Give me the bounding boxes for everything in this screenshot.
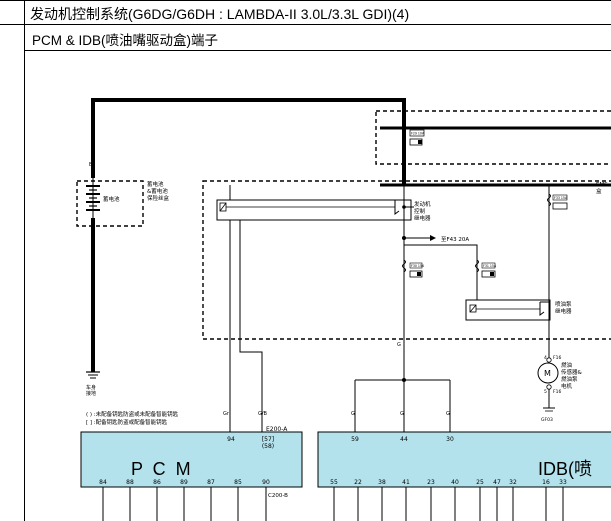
battery-box [76, 180, 144, 227]
motor-pin-bottom-num: 5 [544, 389, 547, 395]
wire-g-label-59: G [351, 411, 355, 417]
idb-bottom-pin-38: 38 [378, 479, 386, 486]
injector-relay [465, 299, 551, 321]
ground-symbol-body [86, 371, 100, 379]
pcm-bottom-pin-84: 84 [99, 479, 107, 486]
pcm-box [80, 431, 303, 488]
page-subtitle: PCM & IDB(喷油嘴驱动盒)端子 [32, 33, 219, 48]
ground-label: 车身接地 [86, 384, 96, 397]
motor-pin-top-num: 4 [544, 355, 547, 361]
pcm-bottom-pin-89: 89 [180, 479, 188, 486]
wire-b-label: B [89, 162, 93, 168]
page-title: 发动机控制系统(G6DG/G6DH : LAMBDA-II 3.0L/3.3L … [30, 6, 410, 22]
fuse-r1-label: F30 15A [411, 264, 425, 268]
idb-bottom-pin-33: 33 [559, 479, 567, 486]
idb-bottom-pin-23: 23 [427, 479, 435, 486]
subtitle-bar: PCM & IDB(喷油嘴驱动盒)端子 [24, 25, 611, 51]
idb-bottom-pin-47: 47 [493, 479, 501, 486]
motor-label: 燃油传感器&燃油泵电机 [561, 361, 583, 390]
connector-b-label: C200-B [268, 493, 288, 499]
battery-box-label: 蓄电池 [103, 195, 120, 203]
idb-bottom-pin-55: 55 [330, 479, 338, 486]
fuse-top-label: F29 10A [411, 132, 425, 136]
motor-ground-label: GF03 [541, 417, 553, 423]
pcm-bottom-pin-87: 87 [207, 479, 215, 486]
idb-bottom-pin-22: 22 [354, 479, 362, 486]
pcm-pin-58: (58) [262, 443, 274, 450]
to-fuse-label: 至F43 20A [441, 236, 469, 243]
motor-symbol: M [544, 369, 551, 378]
idb-bottom-pin-41: 41 [402, 479, 410, 486]
wire-g-label-44: G [400, 411, 404, 417]
motor-circuit [537, 355, 559, 412]
top-fuse-box [375, 110, 611, 165]
engine-relay-label: 发动机控制继电器 [414, 200, 431, 222]
injector-relay-label: 喷油泵继电器 [555, 300, 572, 315]
idb-pin-30: 30 [446, 436, 454, 443]
left-rule [24, 0, 25, 521]
legend-line-1: ( ) :未配备钥匙防盗或未配备智能钥匙 [86, 410, 179, 418]
pcm-bottom-pin-85: 85 [234, 479, 242, 486]
idb-bottom-pin-40: 40 [451, 479, 459, 486]
wire-gr-label: Gr [223, 411, 230, 417]
pcm-bottom-pin-90: 90 [262, 479, 270, 486]
battery-fuse-label: 蓄电池&蓄电池保险丝盒 [147, 180, 170, 202]
pcm-pin-57: [57] [262, 436, 274, 443]
motor-pin-bottom: F16 [553, 389, 561, 395]
pcm-bottom-pin-86: 86 [153, 479, 161, 486]
legend-line-2: [ ] :配备钥匙防盗或配备智能钥匙 [86, 418, 168, 426]
fuse-r2-label: F31 15A [483, 264, 497, 268]
idb-bottom-pin-32: 32 [509, 479, 517, 486]
battery-main-wire [91, 98, 406, 178]
wire-g-label-30: G [446, 411, 450, 417]
idb-box [317, 431, 611, 488]
motor-pin-top: F16 [553, 355, 561, 361]
bold-supply-wires [91, 98, 611, 372]
fuse-r2-symbol [475, 259, 496, 278]
idb-pin-44: 44 [400, 436, 408, 443]
idb-pin-59: 59 [351, 436, 359, 443]
wire-g-label-main: G [397, 342, 401, 348]
ems-box [202, 180, 611, 340]
connector-a-label: E200-A [266, 426, 288, 433]
fuse-right-symbol [547, 193, 568, 210]
engine-relay [216, 199, 412, 221]
idb-bottom-pin-16: 16 [542, 479, 550, 486]
idb-feed-wires [354, 358, 451, 435]
battery-symbol [86, 176, 100, 218]
ems-wiring [229, 185, 550, 435]
pcm-bottom-pins: 84 88 86 89 87 85 90 [99, 479, 270, 521]
idb-bottom-pins: 55 22 38 41 23 40 25 47 32 16 33 [330, 479, 567, 521]
header-bar: 发动机控制系统(G6DG/G6DH : LAMBDA-II 3.0L/3.3L … [0, 0, 611, 25]
idb-bottom-pin-25: 25 [476, 479, 484, 486]
wire-gb-label: G/B [258, 411, 268, 417]
pcm-pin-94: 94 [227, 436, 235, 443]
pcm-bottom-pin-88: 88 [126, 479, 134, 486]
idb-label: IDB(喷 [538, 459, 592, 479]
pcm-label: P C M [131, 459, 191, 479]
fuse-r1-symbol [402, 259, 423, 278]
dashed-boxes [76, 110, 611, 340]
top-fuse-symbol [402, 128, 425, 147]
fuse-right-label: F33 15A [554, 196, 568, 200]
